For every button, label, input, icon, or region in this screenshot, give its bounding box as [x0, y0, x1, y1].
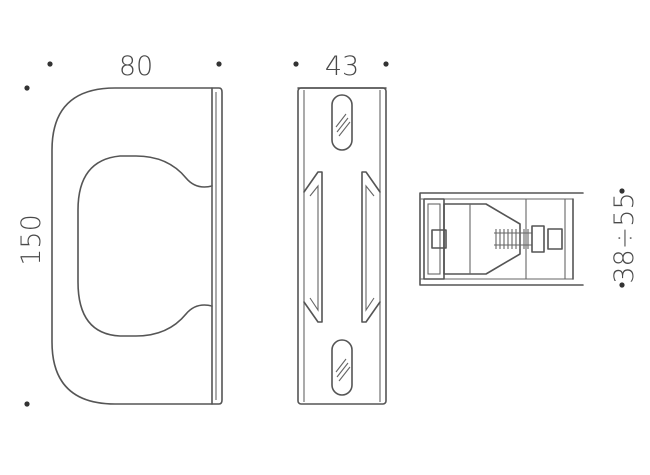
- side-width-label: 43: [325, 51, 359, 82]
- screw-icon-top: [335, 113, 351, 137]
- side-groove-left-inner: [309, 184, 319, 312]
- section-end-cap: [547, 228, 563, 250]
- section-left-block-inner: [427, 203, 441, 275]
- section-clamp: [443, 203, 521, 275]
- dimension-markers: [24, 61, 625, 407]
- side-groove-right-inner: [365, 184, 375, 312]
- front-inner-opening: [77, 155, 213, 337]
- screw-icon-bottom: [335, 358, 351, 382]
- marker-side-width-right: [383, 61, 389, 67]
- section-screw-head: [431, 229, 447, 249]
- side-view: [297, 87, 387, 405]
- front-width-label: 80: [119, 51, 153, 82]
- side-outline: [297, 87, 387, 405]
- section-left-block: [423, 198, 445, 280]
- side-slot-top: [331, 94, 353, 151]
- marker-front-width-right: [216, 61, 222, 67]
- front-view: [51, 87, 223, 405]
- section-outline: [419, 192, 584, 286]
- marker-range-top: [619, 188, 625, 194]
- marker-front-width-left: [47, 61, 53, 67]
- front-outline: [51, 87, 213, 405]
- height-label: 150: [16, 214, 47, 266]
- side-groove-right: [361, 171, 381, 323]
- side-slot-bottom: [331, 339, 353, 396]
- marker-height-bottom: [24, 401, 30, 407]
- marker-side-width-left: [293, 61, 299, 67]
- side-groove-left: [303, 171, 323, 323]
- section-nut: [531, 225, 545, 253]
- front-plate: [211, 87, 223, 405]
- section-view: [419, 192, 584, 286]
- range-label: 38÷55: [609, 192, 640, 283]
- marker-height-top: [24, 85, 30, 91]
- marker-range-bottom: [619, 282, 625, 288]
